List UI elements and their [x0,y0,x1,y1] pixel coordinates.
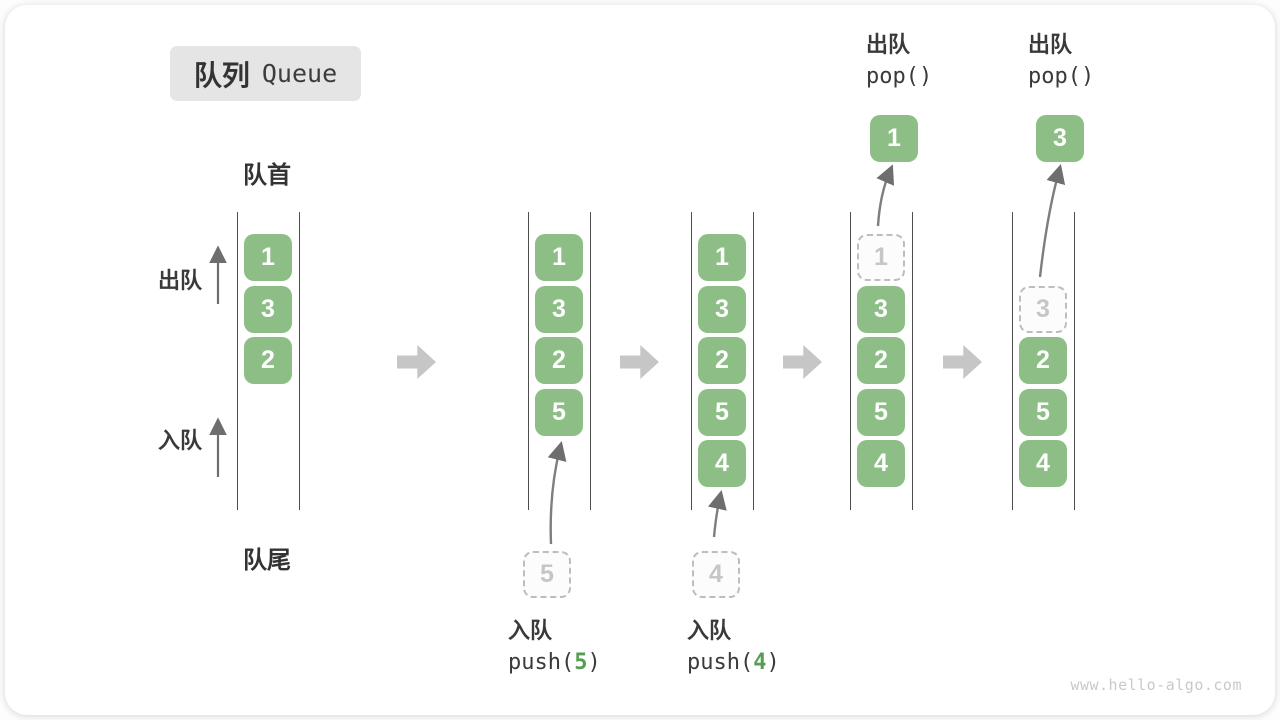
push-code-post: ) [587,650,601,675]
queue-element-5: 5 [1019,389,1067,436]
push-caption-code: push(5) [508,646,601,680]
queue-element-2: 2 [1019,337,1067,384]
title-english: Queue [261,59,338,88]
queue-element-removed-3: 3 [1019,286,1067,333]
push-caption: 入队 push(5) [508,616,601,680]
queue-element-4: 4 [857,440,905,487]
channel-left-wall [691,212,692,510]
queue-element-removed-1: 1 [857,234,905,281]
push-code-arg: 5 [574,650,588,675]
channel-left-wall [528,212,529,510]
queue-element-4: 4 [698,440,746,487]
queue-element-5: 5 [857,389,905,436]
push-caption-action: 入队 [508,618,553,643]
channel-right-wall [753,212,754,510]
queue-element-2: 2 [244,337,292,384]
pop-caption-code: pop() [866,64,933,89]
channel-left-wall [237,212,238,510]
queue-element-1: 1 [244,234,292,281]
push-code-post: ) [766,650,780,675]
push-caption: 入队 push(4) [687,616,780,680]
queue-element-2: 2 [535,337,583,384]
channel-left-wall [1012,212,1013,510]
channel-right-wall [1074,212,1075,510]
pop-caption-action: 出队 [1028,32,1073,57]
push-caption-code: push(4) [687,646,780,680]
watermark: www.hello-algo.com [1070,676,1242,694]
title-chinese: 队列 [193,59,250,91]
queue-element-3: 3 [857,286,905,333]
push-code-pre: push( [508,650,575,675]
title-box: 队列 Queue [170,46,361,101]
push-caption-action: 入队 [687,618,732,643]
queue-element-3: 3 [244,286,292,333]
push-code-arg: 4 [753,650,767,675]
pop-caption-action: 出队 [866,32,911,57]
queue-element-1: 1 [698,234,746,281]
queue-element-3: 3 [698,286,746,333]
label-queue-front: 队首 [243,162,291,189]
channel-right-wall [299,212,300,510]
channel-right-wall [590,212,591,510]
pop-caption: 出队 pop() [866,30,932,94]
channel-right-wall [912,212,913,510]
label-enqueue: 入队 [158,428,203,453]
popped-element-1: 1 [870,115,918,162]
channel-left-wall [850,212,851,510]
queue-element-3: 3 [535,286,583,333]
pop-caption-code: pop() [1028,64,1095,89]
queue-element-5: 5 [535,389,583,436]
push-code-pre: push( [687,650,754,675]
incoming-element-4: 4 [692,551,740,598]
label-queue-rear: 队尾 [243,547,291,574]
popped-element-3: 3 [1036,115,1084,162]
queue-element-2: 2 [698,337,746,384]
pop-caption: 出队 pop() [1028,30,1094,94]
queue-element-1: 1 [535,234,583,281]
queue-element-4: 4 [1019,440,1067,487]
queue-element-2: 2 [857,337,905,384]
queue-element-5: 5 [698,389,746,436]
incoming-element-5: 5 [523,551,571,598]
label-dequeue: 出队 [158,268,203,293]
